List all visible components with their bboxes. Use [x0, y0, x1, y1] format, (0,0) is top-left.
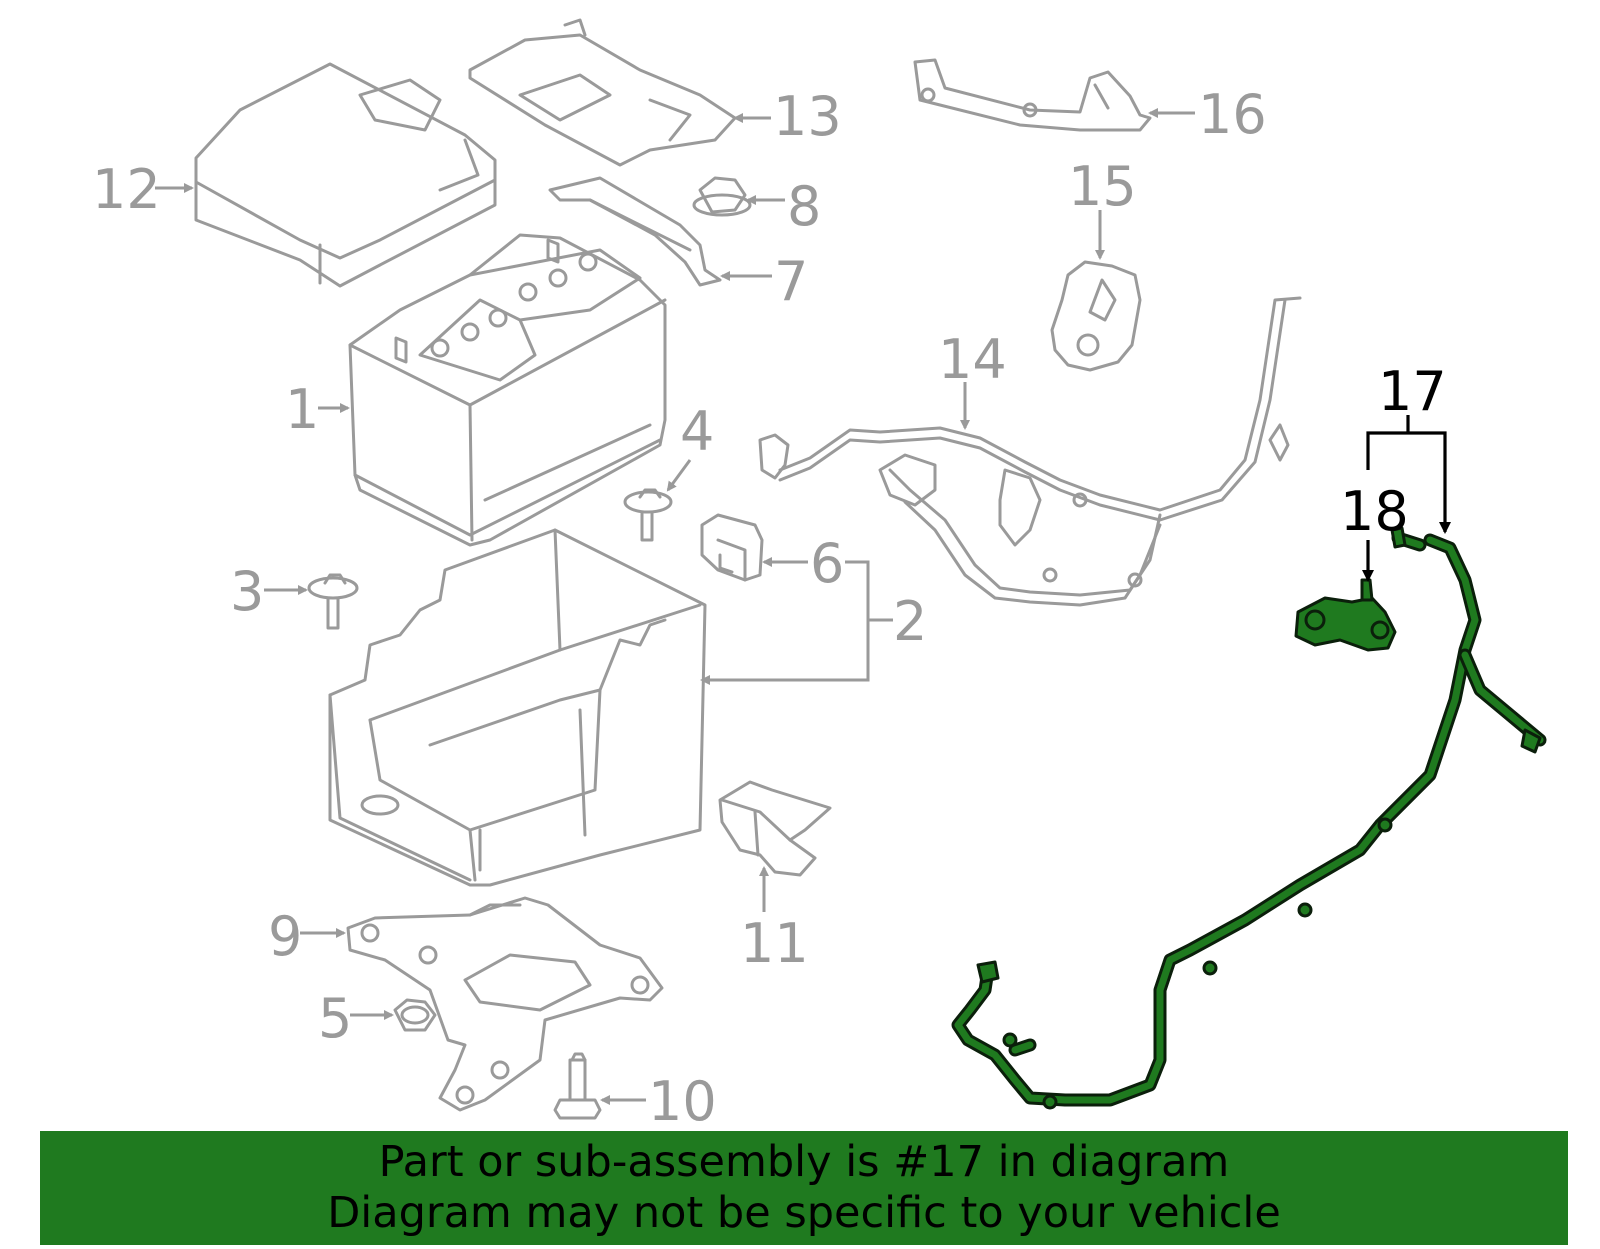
part-8-nut — [692, 176, 752, 217]
part-7-hold-down — [548, 176, 722, 287]
callout-11: 11 — [740, 912, 809, 975]
callout-18: 18 — [1340, 480, 1409, 543]
leader-lines — [155, 108, 1451, 1105]
callout-15: 15 — [1068, 155, 1137, 218]
callout-5: 5 — [318, 987, 352, 1050]
callout-8: 8 — [787, 175, 821, 238]
part-1-battery — [348, 233, 667, 547]
part-2-battery-tray — [328, 528, 707, 887]
callout-10: 10 — [648, 1070, 717, 1133]
callout-6: 6 — [810, 532, 844, 595]
part-16-strap — [913, 58, 1152, 132]
callout-4: 4 — [680, 400, 714, 463]
callout-12: 12 — [92, 158, 161, 221]
part-13-shield — [468, 18, 737, 167]
callout-7: 7 — [774, 250, 808, 313]
part-18-sensor — [1294, 578, 1397, 652]
part-6-clip — [700, 513, 764, 582]
part-9-support-plate — [346, 896, 664, 1112]
callout-3: 3 — [230, 560, 264, 623]
notice-banner: Part or sub-assembly is #17 in diagram D… — [40, 1131, 1568, 1245]
callout-13: 13 — [773, 85, 842, 148]
callout-1: 1 — [285, 378, 319, 441]
callout-2: 2 — [893, 590, 927, 653]
notice-line-part: Part or sub-assembly is #17 in diagram — [378, 1137, 1230, 1187]
callout-numbers: 12 13 8 7 1 4 6 2 3 11 9 5 10 16 15 14 1… — [92, 83, 1447, 1133]
part-4-push-pin — [623, 488, 673, 542]
callout-16: 16 — [1198, 83, 1267, 146]
part-15-terminal-clamp — [1050, 260, 1142, 372]
part-5-nut — [393, 998, 437, 1032]
callout-14: 14 — [938, 328, 1007, 391]
callout-17: 17 — [1378, 360, 1447, 423]
notice-line-disclaimer: Diagram may not be specific to your vehi… — [327, 1188, 1281, 1238]
part-14-wiring-harness — [758, 296, 1302, 607]
callout-9: 9 — [268, 905, 302, 968]
part-17-battery-cable — [951, 526, 1547, 1110]
part-3-push-pin — [307, 573, 359, 630]
part-12-battery-cover — [194, 62, 497, 288]
part-10-bolt — [553, 1052, 602, 1120]
part-11-bracket — [718, 780, 832, 877]
